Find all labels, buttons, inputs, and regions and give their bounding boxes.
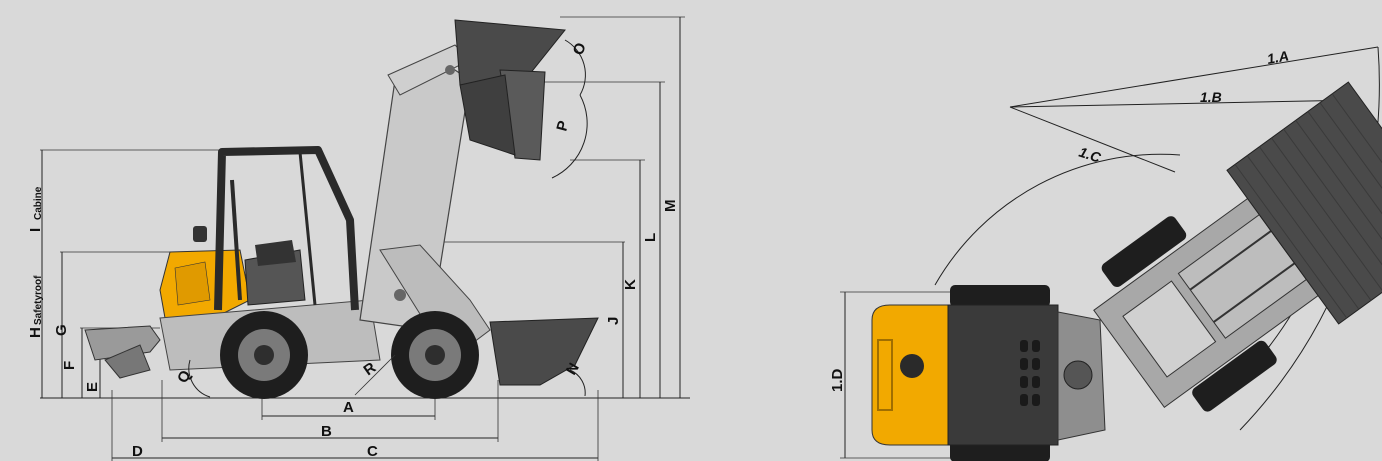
label-A: A — [343, 399, 354, 416]
label-H: H — [27, 327, 44, 338]
label-G: G — [53, 324, 70, 336]
label-L: L — [642, 233, 659, 242]
label-1C: 1.C — [1077, 144, 1104, 166]
label-K: K — [622, 279, 639, 290]
side-view: A B C D H Safetyroof I Cabine G F E J K … — [27, 16, 690, 461]
label-Q: Q — [174, 368, 194, 386]
label-B: B — [321, 423, 332, 440]
label-I-sub: Cabine — [33, 186, 44, 220]
front-wheel — [391, 311, 479, 399]
label-R: R — [361, 359, 380, 379]
label-1D: 1.D — [829, 368, 846, 392]
label-J: J — [605, 317, 622, 325]
label-1B: 1.B — [1200, 89, 1222, 105]
label-E: E — [84, 382, 101, 392]
label-H-sub: Safetyroof — [33, 275, 44, 325]
label-C: C — [367, 443, 378, 460]
label-F: F — [61, 361, 78, 370]
label-I: I — [27, 228, 44, 232]
label-M: M — [662, 200, 679, 213]
label-P: P — [553, 119, 572, 133]
rear-wheel — [220, 311, 308, 399]
label-D: D — [132, 443, 143, 460]
label-1A: 1.A — [1266, 47, 1290, 67]
top-view: 1.A 1.B 1.C 1.D — [829, 46, 1382, 461]
label-O: O — [570, 40, 590, 57]
